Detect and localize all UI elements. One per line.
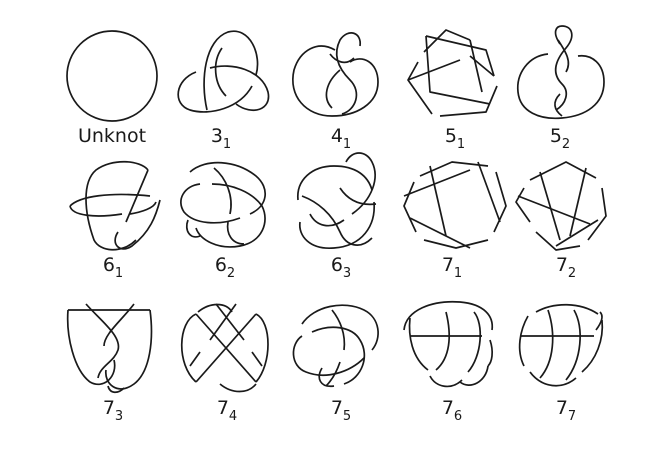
- knot-3-1: 31: [177, 30, 270, 152]
- knot-label-7-3: 73: [103, 397, 123, 424]
- knot-5-2: 52: [517, 25, 605, 152]
- knot-diagram-6-1: [69, 160, 161, 251]
- knot-5-1: 51: [407, 29, 498, 152]
- knot-6-3: 63: [297, 152, 377, 281]
- knot-diagram-7-2: [515, 161, 607, 251]
- knot-7-7: 77: [518, 303, 604, 424]
- knot-unknot: Unknot: [66, 30, 158, 147]
- knot-diagram-7-4: [180, 303, 269, 393]
- knot-label-unknot: Unknot: [78, 125, 146, 147]
- knot-label-7-6: 76: [442, 397, 462, 424]
- knot-label-7-7: 77: [556, 397, 576, 424]
- knot-6-1: 61: [69, 160, 161, 281]
- knot-diagram-7-6: [403, 300, 494, 388]
- knot-4-1: 41: [292, 32, 379, 152]
- knot-label-4-1: 41: [331, 125, 351, 152]
- knot-label-7-1: 71: [442, 254, 462, 281]
- knot-label-3-1: 31: [211, 125, 231, 152]
- knot-7-6: 76: [403, 300, 494, 424]
- knot-diagram-7-7: [518, 303, 604, 387]
- knot-diagram-5-2: [517, 25, 605, 120]
- knot-7-5: 75: [292, 304, 379, 424]
- knot-diagram-6-2: [180, 161, 266, 248]
- knot-label-6-2: 62: [215, 254, 235, 281]
- knot-diagram-7-5: [292, 304, 379, 388]
- knot-label-6-3: 63: [331, 254, 351, 281]
- knot-7-3: 73: [66, 303, 153, 424]
- knot-diagram-unknot: [66, 30, 158, 122]
- knot-label-5-1: 51: [445, 125, 465, 152]
- knot-7-4: 74: [180, 303, 269, 424]
- knot-diagram-6-3: [297, 152, 377, 249]
- knot-label-7-5: 75: [331, 397, 351, 424]
- knot-diagram-4-1: [292, 32, 379, 117]
- knot-diagram-3-1: [177, 30, 270, 113]
- knot-diagram-5-1: [407, 29, 498, 117]
- knot-6-2: 62: [180, 161, 266, 281]
- knot-label-7-4: 74: [217, 397, 237, 424]
- knot-label-5-2: 52: [550, 125, 570, 152]
- knot-7-1: 71: [403, 161, 507, 281]
- knot-diagram-7-1: [403, 161, 507, 249]
- knot-7-2: 72: [515, 161, 607, 281]
- knot-label-6-1: 61: [103, 254, 123, 281]
- knot-diagram-7-3: [66, 303, 153, 394]
- knot-label-7-2: 72: [556, 254, 576, 281]
